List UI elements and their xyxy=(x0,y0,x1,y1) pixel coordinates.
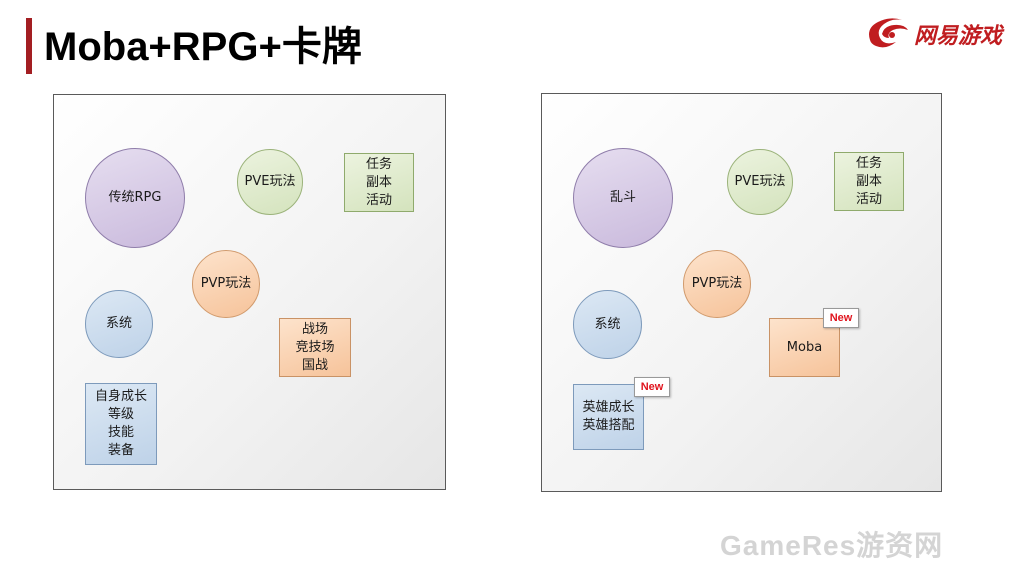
pvp-content-item: 竞技场 xyxy=(295,339,335,355)
logo-text: 网易游戏 xyxy=(914,24,1003,49)
system-content-item: 英雄成长 xyxy=(582,400,635,415)
core-circle-traditional-rpg: 传统RPG xyxy=(85,148,185,248)
pve-content-item: 活动 xyxy=(855,191,882,207)
system-content-item: 自身成长 xyxy=(94,389,147,404)
watermark: GameRes游资网 xyxy=(720,530,944,561)
right-diagram-panel: 乱斗 PVE玩法 任务 副本 活动 PVP玩法 Moba New 系统 英雄成长… xyxy=(541,93,942,492)
new-badge: New xyxy=(823,308,859,328)
netease-games-logo: 网易游戏 xyxy=(862,10,1022,54)
pve-circle: PVE玩法 xyxy=(727,149,793,215)
page-title: Moba+RPG+卡牌 xyxy=(44,25,362,69)
left-diagram-panel: 传统RPG PVE玩法 任务 副本 活动 PVP玩法 战场 竞技场 国战 系统 … xyxy=(53,94,446,490)
pve-content-item: 副本 xyxy=(365,174,392,190)
pvp-circle: PVP玩法 xyxy=(192,250,260,318)
pve-content-box: 任务 副本 活动 xyxy=(834,152,904,211)
system-content-item: 技能 xyxy=(107,425,134,440)
pve-content-item: 任务 xyxy=(365,156,392,172)
new-badge: New xyxy=(634,377,670,397)
pvp-content-item: 战场 xyxy=(301,321,328,337)
system-content-item: 等级 xyxy=(107,407,134,422)
pve-content-item: 活动 xyxy=(365,192,392,208)
core-circle-brawl: 乱斗 xyxy=(573,148,673,248)
pve-content-box: 任务 副本 活动 xyxy=(344,153,414,212)
pvp-content-item: 国战 xyxy=(301,357,328,373)
system-content-box: 自身成长 等级 技能 装备 xyxy=(85,383,157,465)
system-content-item: 英雄搭配 xyxy=(582,418,635,433)
system-circle: 系统 xyxy=(85,290,153,358)
pve-circle: PVE玩法 xyxy=(237,149,303,215)
system-circle: 系统 xyxy=(573,290,642,359)
netease-logo-icon xyxy=(869,18,908,48)
pvp-content-box: 战场 竞技场 国战 xyxy=(279,318,351,377)
system-content-item: 装备 xyxy=(107,443,134,458)
title-accent-bar xyxy=(26,18,32,74)
system-content-box: 英雄成长 英雄搭配 xyxy=(573,384,644,450)
pve-content-item: 任务 xyxy=(855,155,882,171)
pve-content-item: 副本 xyxy=(855,173,882,189)
pvp-circle: PVP玩法 xyxy=(683,250,751,318)
